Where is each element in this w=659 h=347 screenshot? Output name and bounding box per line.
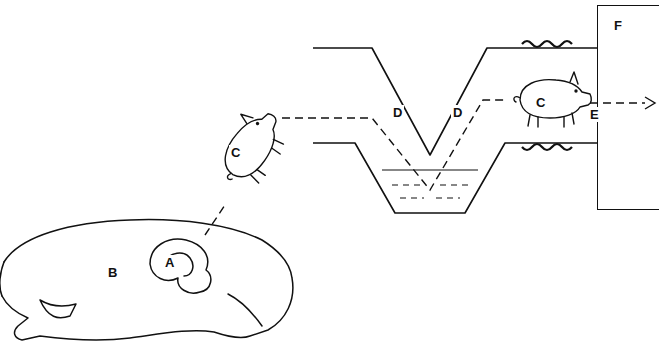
part-letter: F — [598, 6, 622, 33]
part-letter: D — [451, 105, 464, 120]
part-letter: A — [163, 255, 176, 270]
chamber-box: F — [597, 5, 659, 210]
part-letter: C — [534, 95, 547, 110]
part-letter: E — [588, 107, 601, 122]
part-letter: D — [391, 105, 404, 120]
part-letter: C — [229, 145, 242, 160]
part-letter: B — [106, 265, 119, 280]
